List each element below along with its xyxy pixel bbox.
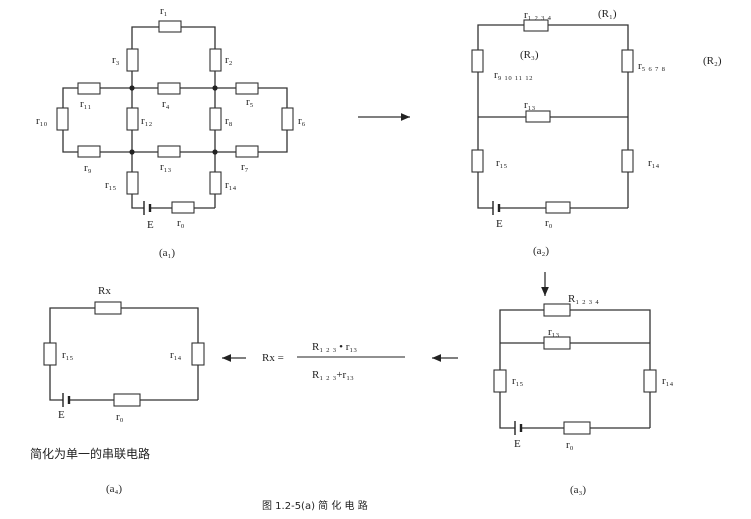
label-r4: r₄ (162, 98, 170, 110)
junction-dot (129, 149, 135, 155)
resistor-r15 (43, 342, 57, 366)
caption-a1: (a₁) (159, 247, 175, 259)
resistor-r7 (235, 145, 259, 158)
label-r15: r₁₅ (496, 157, 507, 169)
resistor-r13 (525, 110, 551, 123)
formula-denominator: R₁ ₂ ₃+r₁₃ (312, 369, 354, 381)
resistor-r14 (643, 369, 657, 393)
resistor-r1 (158, 20, 182, 33)
label-r14: r₁₄ (170, 349, 181, 361)
label-r0: r₀ (566, 439, 574, 451)
label-r6: r₆ (298, 115, 306, 127)
resistor-r6 (281, 107, 294, 131)
label-R2: (R₂) (703, 55, 722, 67)
junction-dot (212, 149, 218, 155)
label-r13: r₁₃ (548, 326, 559, 338)
label-r15: r₁₅ (512, 375, 523, 387)
resistor-r15 (493, 369, 507, 393)
caption-a2: (a₂) (533, 245, 549, 257)
note-series-circuit: 简化为单一的串联电路 (30, 446, 150, 461)
label-r13: r₁₃ (524, 99, 535, 111)
label-r8: r₈ (225, 115, 233, 127)
panel-a2: r₁ ₂ ₃ ₄ (R₁) (R₃) r₉ ₁₀ ₁₁ ₁₂ r₅ ₆ ₇ ₈ … (471, 8, 722, 257)
resistor-r12 (126, 107, 139, 131)
label-r12: r₁₂ (141, 115, 152, 127)
formula-rx: Rx = R₁ ₂ ₃ • r₁₃ R₁ ₂ ₃+r₁₃ (262, 341, 405, 381)
label-r15: r₁₅ (105, 179, 116, 191)
label-r11: r₁₁ (80, 98, 91, 110)
resistor-Rx (94, 301, 122, 315)
resistor-r9 (77, 145, 101, 158)
resistor-r14 (621, 149, 634, 173)
label-r7: r₇ (241, 161, 249, 173)
label-r0: r₀ (545, 217, 553, 229)
label-r13: r₁₃ (160, 161, 171, 173)
label-r9-10-11-12: r₉ ₁₀ ₁₁ ₁₂ (494, 69, 533, 81)
resistor-r8 (209, 107, 222, 131)
label-E: E (496, 218, 503, 230)
label-r9: r₉ (84, 162, 92, 174)
junction-dot (212, 85, 218, 91)
resistor-r11 (77, 82, 101, 95)
panel-a1: r₁ r₃ r₂ r₁₁ r₄ r₅ r₁₀ r₁₂ r₈ r₆ r₉ r₁₃ … (36, 5, 306, 259)
resistor-r13 (543, 336, 571, 350)
label-r5-6-7-8: r₅ ₆ ₇ ₈ (638, 60, 665, 72)
label-E: E (514, 438, 521, 450)
panel-a3: R₁ ₂ ₃ ₄ r₁₃ r₁₅ r₁₄ r₀ E (a₃) (493, 293, 673, 496)
battery-icon (143, 201, 152, 215)
resistor-r1234 (523, 19, 549, 32)
resistor-r14 (209, 171, 222, 195)
resistor-r10 (56, 107, 69, 131)
resistor-r5 (235, 82, 259, 95)
label-r2: r₂ (225, 54, 233, 66)
label-r0: r₀ (177, 217, 185, 229)
resistor-r2 (209, 48, 222, 72)
label-r1: r₁ (160, 5, 168, 17)
label-R1: (R₁) (598, 8, 617, 20)
formula-numerator: R₁ ₂ ₃ • r₁₃ (312, 341, 357, 353)
battery-icon (514, 421, 523, 435)
resistor-r0 (563, 421, 591, 435)
label-r10: r₁₀ (36, 115, 47, 127)
label-r15: r₁₅ (62, 349, 73, 361)
label-E: E (58, 409, 65, 421)
resistor-r0 (171, 201, 195, 214)
label-r14: r₁₄ (225, 179, 236, 191)
resistor-r14 (191, 342, 205, 366)
formula-lhs: Rx = (262, 352, 284, 364)
label-Rx: Rx (98, 285, 111, 297)
battery-icon (62, 393, 71, 407)
caption-a3: (a₃) (570, 484, 586, 496)
figure-caption: 图 1.2-5(a) 简 化 电 路 (262, 499, 368, 512)
label-r14: r₁₄ (662, 375, 673, 387)
label-R1234: R₁ ₂ ₃ ₄ (568, 293, 599, 305)
resistor-r13 (157, 145, 181, 158)
resistor-r9-10-11-12 (471, 49, 484, 73)
resistor-r4 (157, 82, 181, 95)
resistor-R1234 (543, 303, 571, 317)
label-r5: r₅ (246, 96, 254, 108)
label-r0: r₀ (116, 411, 124, 423)
junction-dot (129, 85, 135, 91)
caption-a4: (a₄) (106, 483, 122, 495)
label-r1234: r₁ ₂ ₃ ₄ (524, 9, 551, 21)
resistor-r15 (126, 171, 139, 195)
battery-icon (492, 201, 501, 215)
label-r3: r₃ (112, 54, 120, 66)
resistor-r0 (113, 393, 141, 407)
resistor-r5-6-7-8 (621, 49, 634, 73)
label-E: E (147, 219, 154, 231)
resistor-r3 (126, 48, 139, 72)
resistor-r0 (545, 201, 571, 214)
label-r14: r₁₄ (648, 157, 659, 169)
label-R3: (R₃) (520, 49, 539, 61)
resistor-r15 (471, 149, 484, 173)
panel-a4: Rx r₁₅ r₁₄ r₀ E 简化为单一的串联电路 (a₄) (30, 285, 205, 495)
